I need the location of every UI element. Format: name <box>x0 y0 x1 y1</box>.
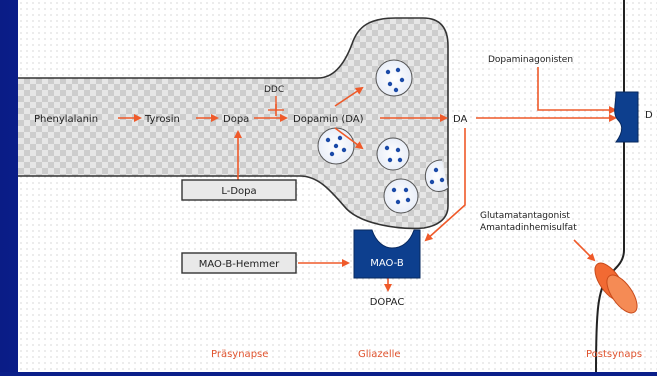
label-dopamin: Dopamin (DA) <box>293 114 364 125</box>
label-ddc: DDC <box>264 85 284 95</box>
vesicle-left <box>317 127 355 165</box>
label-mao-b-hemmer: MAO-B-Hemmer <box>199 259 280 270</box>
dopamine-receptor-shape <box>614 91 639 143</box>
label-phenylalanin: Phenylalanin <box>34 114 98 125</box>
glutamate-receptor <box>594 262 638 314</box>
region-praesynapse: Präsynapse <box>211 349 268 360</box>
vesicle-top <box>375 59 413 97</box>
label-dopa: Dopa <box>223 114 249 125</box>
region-postsynapse: Postsynaps <box>586 349 642 360</box>
label-mao-b: MAO-B <box>370 258 404 269</box>
region-gliazelle: Gliazelle <box>358 349 401 360</box>
label-tyrosin: Tyrosin <box>144 114 180 125</box>
label-da: DA <box>453 114 468 125</box>
vesicle-fusing <box>424 159 449 192</box>
label-amantadinhemisulfat: Amantadinhemisulfat <box>480 223 577 233</box>
diagram-panel: Phenylalanin Tyrosin Dopa DDC Dopamin (D… <box>15 0 657 373</box>
mao-b-enzyme-shape <box>353 229 421 279</box>
vesicle-bottom <box>383 178 419 214</box>
label-receptor-d: D <box>645 110 653 121</box>
l-dopa-box <box>181 179 297 201</box>
vesicle-middle <box>376 137 410 171</box>
label-dopaminagonisten: Dopaminagonisten <box>488 55 573 65</box>
pathway-arrows <box>118 67 617 292</box>
label-l-dopa: L-Dopa <box>221 186 256 197</box>
label-glutamatantagonist: Glutamatantagonist <box>480 211 570 221</box>
presynaptic-neuron <box>15 17 449 230</box>
label-dopac: DOPAC <box>370 297 405 308</box>
mao-b-hemmer-box <box>181 252 297 274</box>
dopamine-synapse-diagram: Phenylalanin Tyrosin Dopa DDC Dopamin (D… <box>15 0 657 373</box>
